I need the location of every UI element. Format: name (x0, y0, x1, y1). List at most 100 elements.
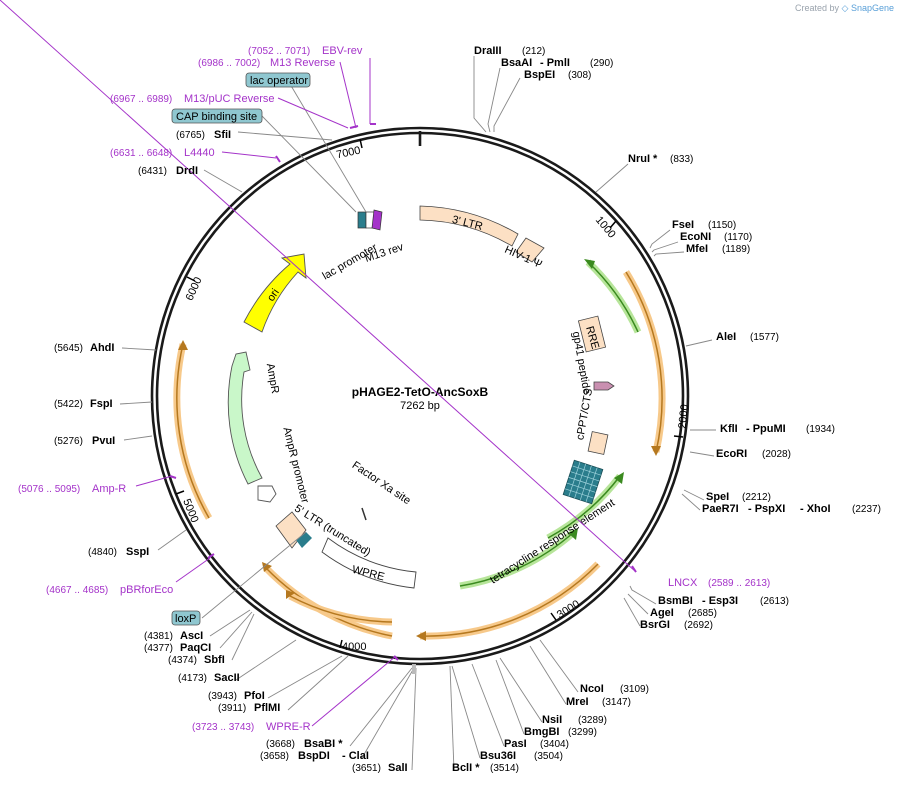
svg-text:6000: 6000 (184, 275, 205, 302)
svg-text:(5422): (5422) (54, 399, 83, 410)
svg-text:(3299): (3299) (568, 727, 597, 738)
svg-text:MfeI: MfeI (686, 243, 708, 255)
svg-text:2000: 2000 (677, 404, 691, 430)
svg-text:DraIII: DraIII (474, 45, 502, 57)
ring-tick-7000: 7000 (335, 138, 363, 162)
svg-text:(3514): (3514) (490, 763, 519, 774)
primer-amp-r: (5076 .. 5095)Amp-R (18, 483, 126, 495)
enzyme-spei: SpeI(2212) (706, 491, 771, 503)
svg-text:(1189): (1189) (722, 244, 750, 255)
enzyme-sacii: (4173)SacII (178, 672, 240, 684)
svg-text:(2692): (2692) (684, 620, 713, 631)
feature-factor-xa-label: Factor Xa site (350, 459, 413, 507)
svg-text:CAP binding site: CAP binding site (176, 111, 257, 123)
enzyme-mrei: MreI(3147) (566, 696, 631, 708)
svg-text:(7052 .. 7071): (7052 .. 7071) (248, 46, 310, 57)
feature-rre: RRE (577, 315, 607, 353)
enzyme-sspi: (4840)SspI (88, 546, 149, 558)
primer-m13-puc-reverse: (6967 .. 6989)M13/pUC Reverse (110, 93, 274, 105)
ring-tick-4000: 4000 (339, 639, 366, 653)
enzyme-sbfi: (4374)SbfI (168, 654, 225, 666)
enzyme-drdi: (6431)DrdI (138, 165, 198, 177)
svg-text:(2589 .. 2613): (2589 .. 2613) (708, 578, 770, 589)
svg-text:(4667 .. 4685): (4667 .. 4685) (46, 585, 108, 596)
snapgene-icon: ◇ (841, 3, 849, 13)
feature-tre-label: tetracycline response element (488, 497, 617, 587)
svg-text:SspI: SspI (126, 546, 149, 558)
svg-text:(6986 .. 7002): (6986 .. 7002) (198, 58, 260, 69)
enzyme-pflmi: (3911)PflMI (218, 702, 280, 714)
svg-text:(2237): (2237) (852, 504, 881, 515)
svg-text:(6631 .. 6648): (6631 .. 6648) (110, 148, 172, 159)
feature-cppt-cts: cPPT/CTS (574, 388, 609, 455)
enzyme-mfei: MfeI (1189) (686, 243, 750, 255)
svg-text:PfoI: PfoI (244, 690, 265, 702)
enzyme-fsei: FseI(1150) (672, 219, 736, 231)
plasmid-size: 7262 bp (400, 400, 440, 412)
bottom-site-cluster (412, 664, 416, 674)
enzyme-ncoi: NcoI(3109) (580, 683, 649, 695)
enzyme-bcli: BclI * (3514) (452, 762, 519, 774)
plasmid-name: pHAGE2-TetO-AncSoxB (352, 385, 489, 399)
svg-text:WPRE-R: WPRE-R (266, 721, 311, 733)
svg-text:AmpR promoter: AmpR promoter (280, 426, 311, 505)
svg-text:(3504): (3504) (534, 751, 563, 762)
enzyme-econi: EcoNI(1170) (680, 231, 752, 243)
svg-text:(833): (833) (670, 154, 693, 165)
svg-text:- XhoI: - XhoI (800, 503, 831, 515)
svg-text:(1934): (1934) (806, 424, 835, 435)
svg-text:EBV-rev: EBV-rev (322, 45, 363, 57)
svg-text:BclI *: BclI * (452, 762, 480, 774)
enzyme-fspi: (5422)FspI (54, 398, 113, 410)
svg-text:M13/pUC Reverse: M13/pUC Reverse (184, 93, 274, 105)
enzyme-bspdi-clai: (3658)BspDI- ClaI (260, 750, 369, 762)
svg-text:BspDI: BspDI (298, 750, 330, 762)
svg-text:AgeI: AgeI (650, 607, 674, 619)
svg-text:LNCX: LNCX (668, 577, 698, 589)
svg-text:(3289): (3289) (578, 715, 607, 726)
svg-text:(4377): (4377) (144, 643, 173, 654)
enzyme-bsu36i: Bsu36I(3504) (480, 750, 563, 762)
svg-text:KflI: KflI (720, 423, 738, 435)
feature-lac-block (357, 209, 383, 231)
svg-text:BsrGI: BsrGI (640, 619, 670, 631)
svg-text:NcoI: NcoI (580, 683, 604, 695)
enzyme-agei: AgeI (2685) (650, 607, 717, 619)
enzyme-paer7i-pspxi-xhoi: PaeR7I- PspXI- XhoI(2237) (702, 503, 881, 515)
svg-text:7000: 7000 (335, 145, 361, 162)
svg-text:(4381): (4381) (144, 631, 173, 642)
svg-text:DrdI: DrdI (176, 165, 198, 177)
ring-tick-2000: 2000 (673, 404, 691, 438)
svg-text:BsaBI *: BsaBI * (304, 738, 343, 750)
svg-text:(2685): (2685) (688, 608, 717, 619)
svg-text:(5645): (5645) (54, 343, 83, 354)
svg-text:(1150): (1150) (708, 220, 736, 231)
svg-text:(3943): (3943) (208, 691, 237, 702)
svg-text:AmpR: AmpR (264, 362, 281, 394)
enzyme-ecori: EcoRI(2028) (716, 448, 791, 460)
svg-text:(3723 .. 3743): (3723 .. 3743) (192, 722, 254, 733)
svg-text:loxP: loxP (175, 613, 196, 625)
svg-text:NruI *: NruI * (628, 153, 658, 165)
svg-text:PaeR7I: PaeR7I (702, 503, 739, 515)
orf-arrow-right (623, 270, 666, 453)
svg-text:BspEI: BspEI (524, 69, 555, 81)
feature-ori: ori (243, 253, 307, 333)
primer-m13-reverse: (6986 .. 7002)M13 Reverse (198, 57, 335, 69)
svg-text:- PpuMI: - PpuMI (746, 423, 786, 435)
svg-text:4000: 4000 (342, 641, 366, 653)
enzyme-bsrgi: BsrGI (2692) (640, 619, 713, 631)
svg-text:(3658): (3658) (260, 751, 289, 762)
credit-brand: SnapGene (850, 3, 894, 13)
primer-wpre-r: (3723 .. 3743) WPRE-R (192, 721, 311, 733)
svg-text:PvuI: PvuI (92, 435, 115, 447)
enzyme-kfli-ppumi: KflI - PpuMI (1934) (720, 423, 835, 435)
enzyme-alei: AleI(1577) (716, 331, 779, 343)
svg-text:AhdI: AhdI (90, 342, 114, 354)
svg-text:pBRforEco: pBRforEco (120, 584, 173, 596)
feature-tre-block (562, 459, 604, 505)
svg-text:(3147): (3147) (602, 697, 631, 708)
enzyme-bmgbi: BmgBI(3299) (524, 726, 597, 738)
svg-text:(4173): (4173) (178, 673, 207, 684)
svg-text:(5076 .. 5095): (5076 .. 5095) (18, 484, 80, 495)
